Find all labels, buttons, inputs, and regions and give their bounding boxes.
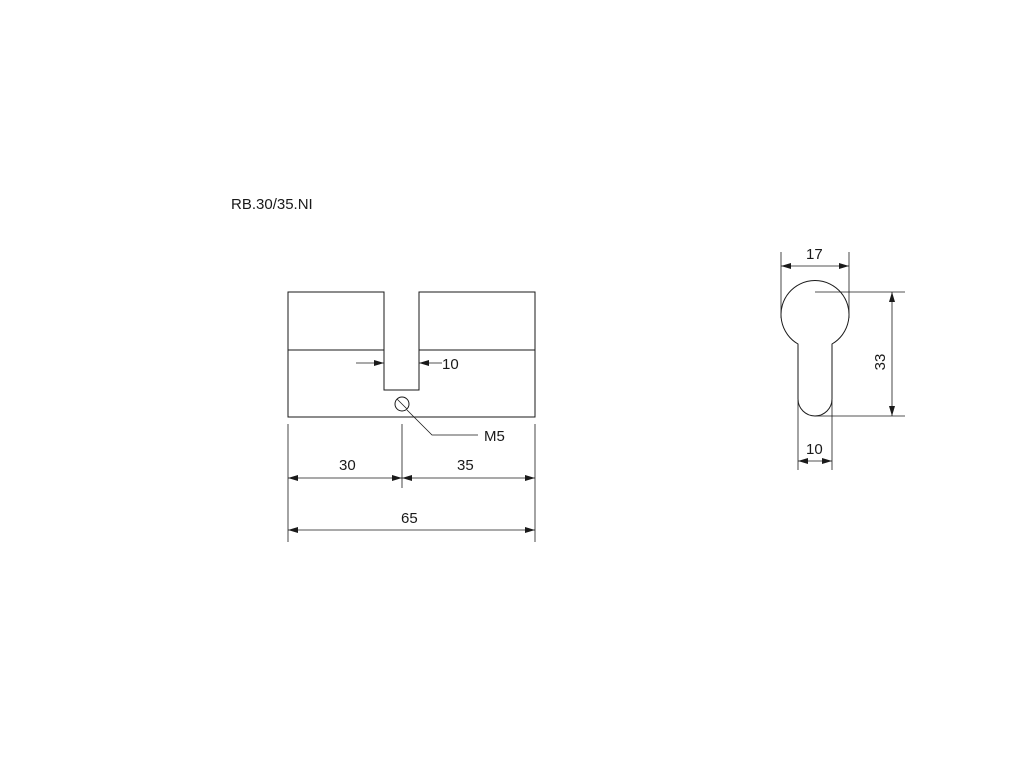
bottom-width-label: 10 — [806, 441, 823, 458]
cam-slot-width-label: 10 — [442, 356, 459, 373]
screw-label: M5 — [484, 428, 505, 445]
right-length-label: 35 — [457, 457, 474, 474]
screw-hole-slash — [396, 398, 408, 410]
keyhole-profile-outline — [780, 280, 850, 417]
cylinder-side-view: 17 33 10 — [780, 246, 905, 470]
screw-leader-line — [406, 409, 478, 436]
drawing-title: RB.30/35.NI — [231, 196, 313, 213]
total-length-label: 65 — [401, 510, 418, 527]
left-length-label: 30 — [339, 457, 356, 474]
top-width-label: 17 — [806, 246, 823, 263]
cylinder-front-view: 10 M5 30 35 65 — [287, 291, 536, 542]
screw-hole-icon — [394, 396, 410, 412]
cylinder-outline — [287, 291, 536, 418]
height-label: 33 — [872, 354, 889, 371]
